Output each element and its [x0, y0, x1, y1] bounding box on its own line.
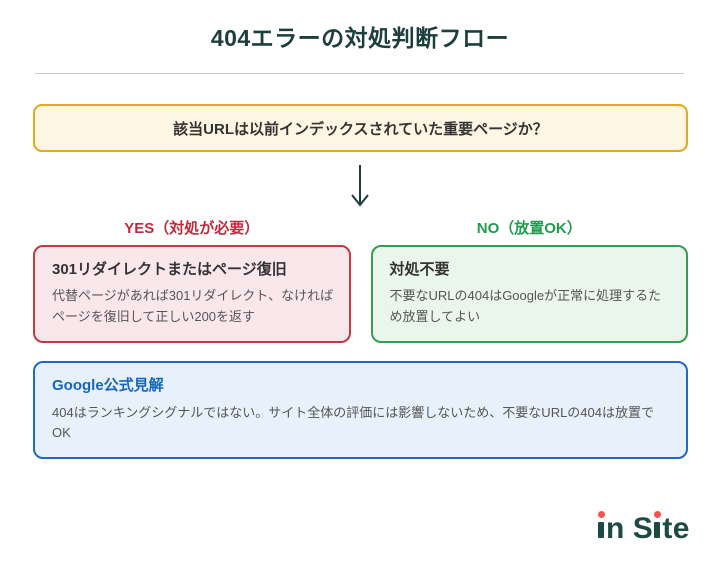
question-box: 該当URLは以前インデックスされていた重要ページか？ [33, 104, 688, 152]
no-box-title: 対処不要 [389, 261, 450, 278]
logo-letter-i-icon [654, 511, 662, 538]
logo-text-n: n [605, 512, 625, 545]
branch-labels: YES（対処が必要） NO（放置OK） [33, 220, 688, 238]
no-box-body: 不要なURLの404はGoogleが正常に処理するため放置してよい [389, 288, 662, 324]
yes-box-title: 301リダイレクトまたはページ復旧 [52, 261, 287, 278]
logo-text-s: S [632, 512, 654, 545]
divider [35, 73, 684, 74]
no-branch-label: NO（放置OK） [476, 220, 582, 237]
yes-box-body: 代替ページがあれば301リダイレクト、なければページを復旧して正しい200を返す [52, 288, 334, 324]
note-body: 404はランキングシグナルではない。サイト全体の評価には影響しないため、不要なU… [52, 404, 654, 441]
flow-arrow [0, 164, 720, 208]
down-arrow-icon [351, 165, 369, 207]
no-branch-box: 対処不要 不要なURLの404はGoogleが正常に処理するため放置してよい [370, 245, 688, 343]
question-text: 該当URLは以前インデックスされていた重要ページか？ [173, 120, 548, 138]
google-note-box: Google公式見解 404はランキングシグナルではない。サイト全体の評価には影… [33, 360, 688, 460]
branch-boxes: 301リダイレクトまたはページ復旧 代替ページがあれば301リダイレクト、なけれ… [33, 245, 688, 343]
logo-text-te: te [662, 512, 690, 545]
yes-branch-label: YES（対処が必要） [124, 220, 260, 237]
note-title: Google公式見解 [52, 376, 164, 394]
page-title: 404エラーの対処判断フロー [210, 25, 510, 51]
logo-letter-i-icon [597, 511, 605, 538]
yes-branch-box: 301リダイレクトまたはページ復旧 代替ページがあれば301リダイレクト、なけれ… [33, 245, 351, 343]
